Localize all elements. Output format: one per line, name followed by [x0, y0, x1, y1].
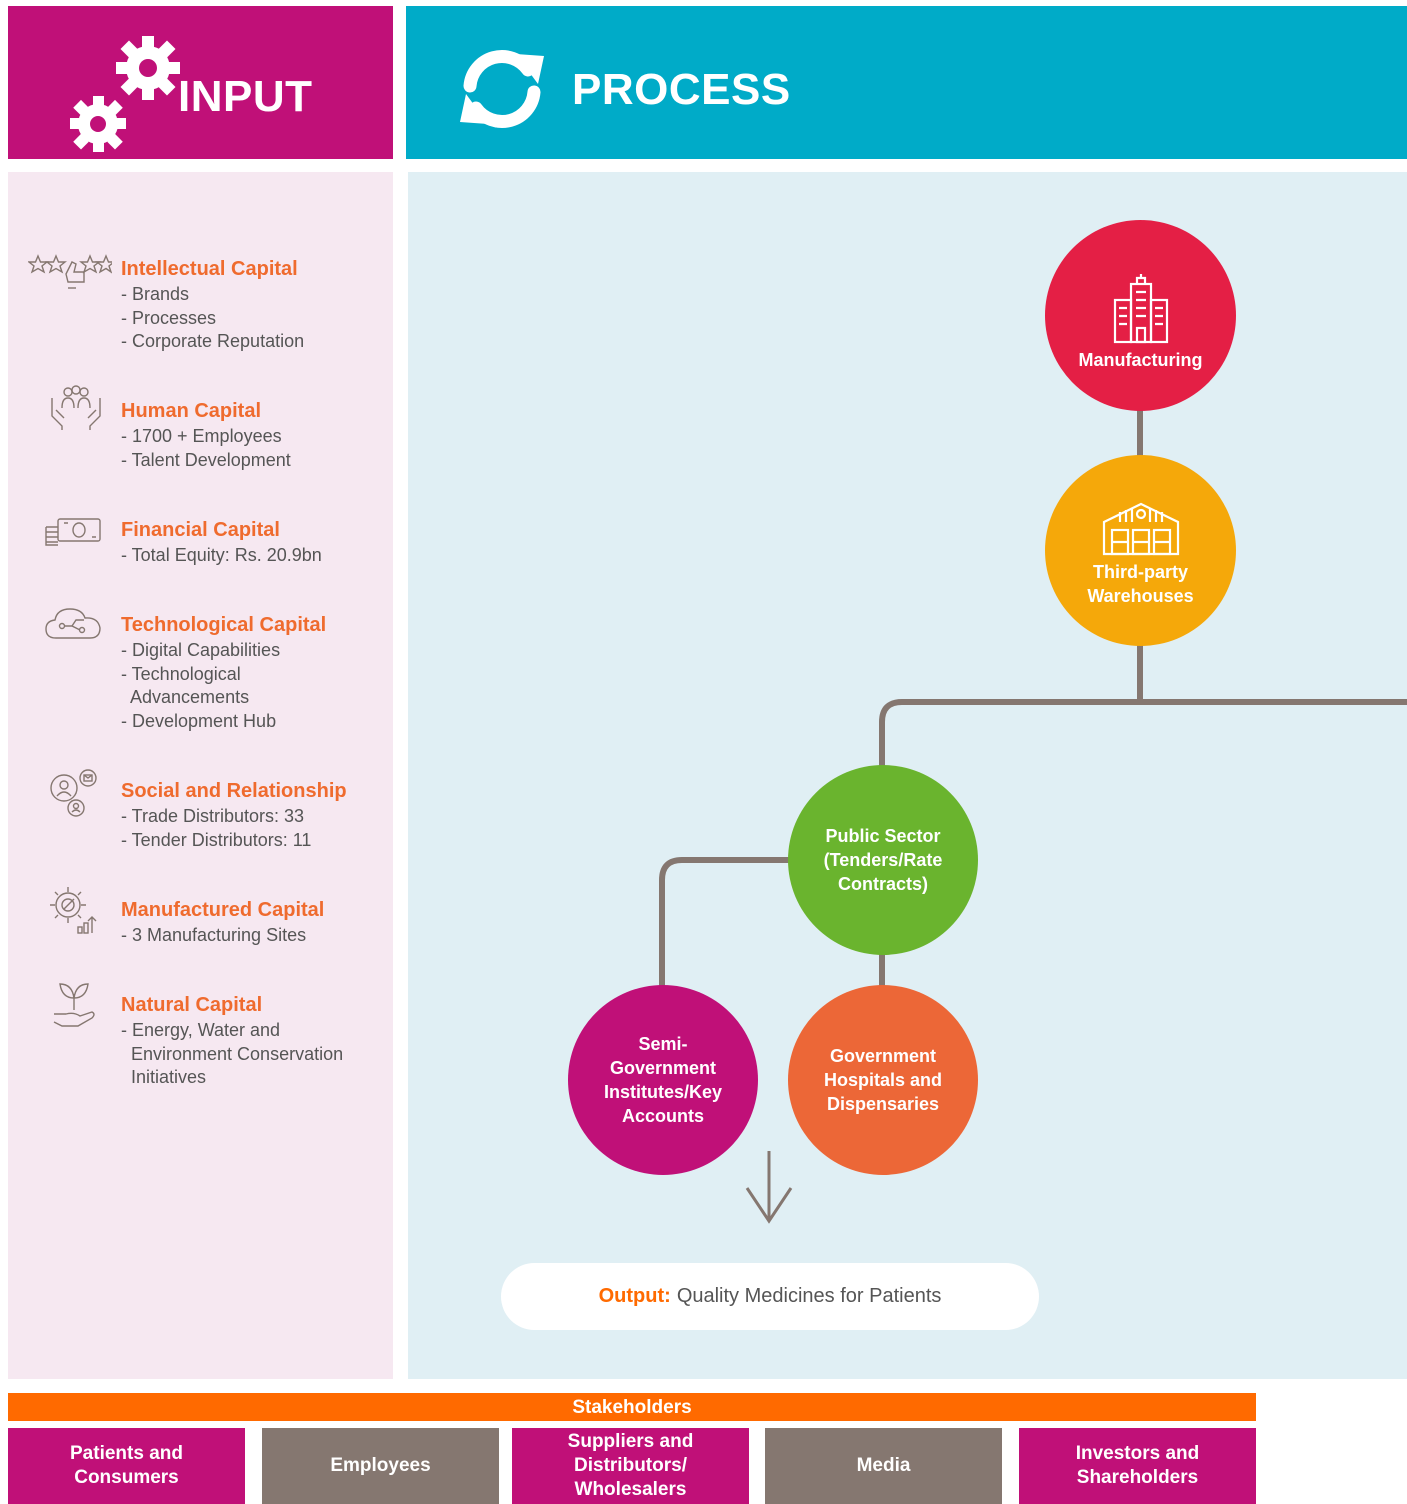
capital-item: - Total Equity: Rs. 20.9bn [121, 545, 322, 565]
manufacturing-node: Manufacturing [1045, 220, 1236, 411]
connector-line [659, 857, 790, 988]
semi-government-label-line: Institutes/Key [603, 1082, 723, 1102]
capital-item: - Processes [121, 307, 217, 328]
manufacturing-label: Manufacturing [1078, 349, 1203, 370]
semi-government-node: Semi- Government Institutes/Key Accounts [568, 985, 758, 1175]
capital-title: Social and Relationship [121, 780, 347, 802]
building-icon [1113, 273, 1168, 343]
government-hospitals-label-line: Government [829, 1046, 937, 1066]
stakeholder-patients: Patients and Consumers [8, 1428, 245, 1504]
capital-items: - Trade Distributors: 33 - Tender Distri… [121, 805, 311, 852]
capital-item: - Development Hub [121, 710, 277, 731]
down-arrow-icon [745, 1151, 793, 1224]
stakeholder-label-line: Consumers [74, 1467, 179, 1488]
warehouses-label-line: Warehouses [1087, 585, 1194, 606]
capital-item: - Brands [121, 284, 190, 304]
output-label: Output: [598, 1285, 671, 1307]
semi-government-label-line: Semi- [638, 1034, 688, 1054]
process-header: PROCESS [406, 6, 1407, 159]
capital-item: - Technological [121, 663, 241, 684]
process-title: PROCESS [572, 65, 791, 114]
capital-title: Intellectual Capital [121, 258, 298, 280]
public-sector-node: Public Sector (Tenders/Rate Contracts) [788, 765, 978, 955]
stakeholder-label-line: Distributors/ [574, 1455, 687, 1476]
input-title: INPUT [178, 72, 313, 121]
capital-items: - Digital Capabilities - Technological A… [121, 639, 280, 733]
government-hospitals-label-line: Dispensaries [826, 1094, 940, 1114]
stakeholder-suppliers: Suppliers and Distributors/ Wholesalers [512, 1428, 749, 1504]
capital-title: Natural Capital [121, 994, 263, 1016]
connector-line [879, 699, 1407, 768]
capital-items: - Energy, Water and Environment Conserva… [121, 1019, 343, 1090]
stars-hand-icon [28, 254, 112, 289]
capital-title: Manufactured Capital [121, 899, 325, 921]
warehouses-node: Third-party Warehouses [1045, 455, 1236, 646]
capital-items: - 3 Manufacturing Sites [121, 924, 306, 948]
input-panel: Intellectual Capital - Brands - Processe… [8, 172, 393, 1379]
public-sector-label-line: (Tenders/Rate [823, 850, 943, 870]
people-hands-icon [51, 385, 101, 430]
input-header: INPUT [8, 6, 393, 159]
public-sector-label-line: Contracts) [837, 874, 928, 894]
output-pill: Output: Quality Medicines for Patients [501, 1263, 1039, 1330]
capital-title: Human Capital [121, 400, 262, 422]
refresh-icon [460, 50, 544, 128]
government-hospitals-label-line: Hospitals and [823, 1070, 943, 1090]
stakeholder-label-line: Employees [330, 1455, 431, 1476]
stakeholder-label-line: Wholesalers [574, 1479, 687, 1500]
stakeholder-label-line: Media [856, 1455, 911, 1476]
capital-items: - Brands - Processes - Corporate Reputat… [121, 283, 304, 354]
money-icon [45, 518, 101, 546]
semi-government-label-line: Accounts [621, 1106, 704, 1126]
capital-item: - 3 Manufacturing Sites [121, 925, 307, 945]
warehouses-label: Third-party Warehouses [1087, 560, 1193, 608]
stakeholder-label-line: Patients and [70, 1443, 183, 1464]
stakeholder-label-line: Shareholders [1076, 1467, 1199, 1488]
capital-item: - Digital Capabilities [121, 640, 281, 660]
government-hospitals-node: Government Hospitals and Dispensaries [788, 985, 978, 1175]
public-sector-label-line: Public Sector [825, 826, 941, 846]
capital-item: Environment Conservation [121, 1043, 344, 1064]
gears-icon [70, 36, 180, 152]
capital-item: - Trade Distributors: 33 [121, 806, 305, 826]
capital-item: - Talent Development [121, 449, 291, 470]
capital-item: - Energy, Water and [121, 1020, 281, 1040]
capital-item: Initiatives [121, 1067, 207, 1088]
stakeholder-employees: Employees [262, 1428, 499, 1504]
semi-government-label-line: Government [609, 1058, 717, 1078]
capital-item: - 1700 + Employees [121, 426, 282, 446]
output-text: Quality Medicines for Patients [676, 1285, 942, 1307]
stakeholder-label-line: Investors and [1075, 1443, 1200, 1464]
stakeholder-media: Media [765, 1428, 1002, 1504]
capital-title: Technological Capital [121, 614, 327, 636]
capital-items: - Total Equity: Rs. 20.9bn [121, 544, 322, 568]
social-network-icon [50, 769, 97, 817]
stakeholders-title: Stakeholders [8, 1393, 1256, 1421]
capital-items: - 1700 + Employees - Talent Development [121, 425, 291, 472]
cloud-network-icon [45, 608, 101, 639]
stakeholder-investors: Investors and Shareholders [1019, 1428, 1256, 1504]
warehouse-icon [1102, 502, 1179, 555]
capital-item: Advancements [121, 687, 250, 708]
plant-hand-icon [53, 983, 95, 1027]
capital-item: - Corporate Reputation [121, 331, 305, 352]
gear-chart-icon [50, 887, 97, 934]
stakeholder-label-line: Suppliers and [567, 1431, 694, 1452]
capital-item: - Tender Distributors: 11 [121, 829, 312, 850]
capital-title: Financial Capital [121, 519, 280, 541]
warehouses-label-line: Third-party [1092, 561, 1188, 582]
